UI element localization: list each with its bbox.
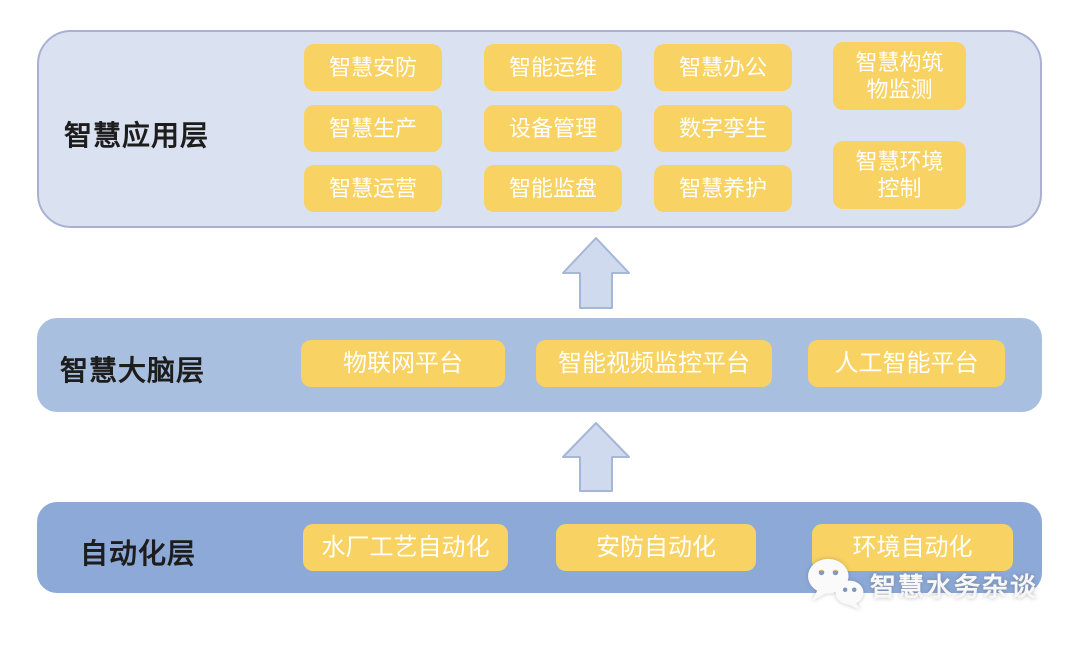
app-item-equipment: 设备管理 <box>484 105 622 152</box>
layer-application: 智慧应用层 智慧安防 智慧生产 智慧运营 智能运维 设备管理 智能监盘 智慧办公… <box>37 30 1042 228</box>
app-item-production: 智慧生产 <box>304 105 442 152</box>
app-item-security: 智慧安防 <box>304 44 442 91</box>
wechat-icon <box>806 556 864 615</box>
app-item-environment-control: 智慧环境控制 <box>833 141 966 209</box>
app-item-digital-twin: 数字孪生 <box>654 105 792 152</box>
brain-item-ai-platform: 人工智能平台 <box>808 340 1005 387</box>
brain-item-iot-platform: 物联网平台 <box>301 340 505 387</box>
layer-brain-label: 智慧大脑层 <box>60 355 206 386</box>
layer-application-label: 智慧应用层 <box>64 120 210 151</box>
brain-item-video-platform: 智能视频监控平台 <box>536 340 772 387</box>
layer-brain: 智慧大脑层 物联网平台 智能视频监控平台 人工智能平台 <box>37 318 1042 412</box>
up-arrow-icon <box>560 236 632 310</box>
up-arrow-icon <box>560 421 632 493</box>
app-item-office: 智慧办公 <box>654 44 792 91</box>
app-item-monitoring: 智能监盘 <box>484 165 622 212</box>
app-item-operation: 智慧运营 <box>304 165 442 212</box>
layer-automation-label: 自动化层 <box>80 538 197 569</box>
layer-automation: 自动化层 水厂工艺自动化 安防自动化 环境自动化 <box>37 502 1042 593</box>
watermark-text: 智慧水务杂谈 <box>870 572 1039 602</box>
watermark: 智慧水务杂谈 <box>806 556 1038 615</box>
app-item-om: 智能运维 <box>484 44 622 91</box>
app-item-structure-monitoring: 智慧构筑物监测 <box>833 42 966 110</box>
auto-item-plant-process: 水厂工艺自动化 <box>303 524 508 571</box>
auto-item-security: 安防自动化 <box>556 524 756 571</box>
app-item-maintenance: 智慧养护 <box>654 165 792 212</box>
